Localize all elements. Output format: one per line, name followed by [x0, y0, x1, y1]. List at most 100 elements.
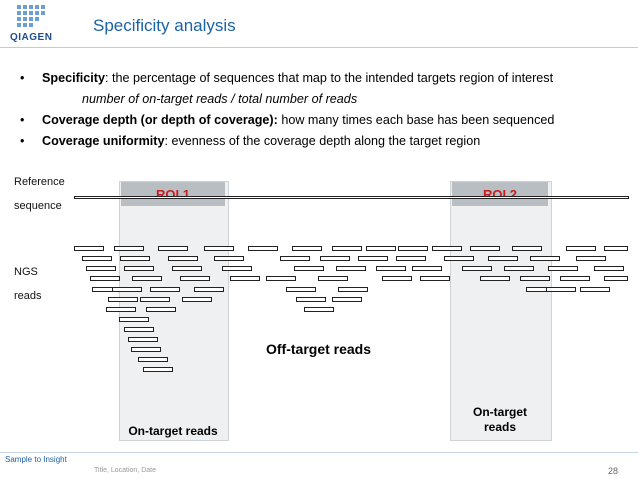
- sequence-read: [214, 256, 244, 261]
- ngs-label-line2: reads: [14, 290, 42, 302]
- sequence-read: [120, 256, 150, 261]
- sequence-read: [488, 256, 518, 261]
- logo-dot-grid-icon: [17, 5, 45, 27]
- sequence-read: [296, 297, 326, 302]
- sequence-read: [112, 287, 142, 292]
- off-target-label: Off-target reads: [266, 341, 372, 357]
- sequence-read: [292, 246, 322, 251]
- sequence-read: [124, 327, 154, 332]
- sequence-read: [146, 307, 176, 312]
- sequence-read: [470, 246, 500, 251]
- sequence-read: [382, 276, 412, 281]
- sequence-read: [338, 287, 368, 292]
- sequence-read: [512, 246, 542, 251]
- sequence-read: [182, 297, 212, 302]
- sequence-read: [336, 266, 366, 271]
- sequence-read: [504, 266, 534, 271]
- sequence-read: [138, 357, 168, 362]
- sequence-read: [286, 287, 316, 292]
- sequence-read: [128, 337, 158, 342]
- sequence-read: [594, 266, 624, 271]
- sequence-read: [131, 347, 161, 352]
- on-target-label-roi1: On-target reads: [128, 424, 218, 438]
- bullet-term: Coverage uniformity: [42, 134, 165, 148]
- sequence-read: [398, 246, 428, 251]
- sequence-read: [194, 287, 224, 292]
- sequence-read: [548, 266, 578, 271]
- sequence-read: [294, 266, 324, 271]
- bullet-item: • Coverage uniformity: evenness of the c…: [20, 131, 630, 152]
- sequence-read: [576, 256, 606, 261]
- bullet-text: how many times each base has been sequen…: [277, 113, 555, 127]
- sequence-read: [230, 276, 260, 281]
- logo-wordmark: QIAGEN: [10, 32, 53, 43]
- bullet-text: : the percentage of sequences that map t…: [105, 71, 554, 85]
- sequence-read: [462, 266, 492, 271]
- roi-2-region: [450, 181, 552, 441]
- sequence-read: [444, 256, 474, 261]
- bullet-list: • Specificity: the percentage of sequenc…: [20, 68, 630, 152]
- bullet-subtext: number of on-target reads / total number…: [82, 92, 358, 106]
- sequence-read: [204, 246, 234, 251]
- sequence-read: [332, 246, 362, 251]
- sequence-read: [106, 307, 136, 312]
- sequence-read: [546, 287, 576, 292]
- sequence-read: [82, 256, 112, 261]
- sequence-read: [114, 246, 144, 251]
- sequence-read: [580, 287, 610, 292]
- sequence-read: [280, 256, 310, 261]
- on-target-label-roi2-line2: reads: [483, 420, 517, 434]
- roi-2-label: ROI 2: [452, 182, 548, 206]
- sequence-read: [320, 256, 350, 261]
- sequence-read: [90, 276, 120, 281]
- footer-meta: Title, Location, Date: [94, 467, 156, 474]
- on-target-label-roi2-line1: On-target: [473, 405, 527, 419]
- qiagen-logo: QIAGEN: [10, 4, 52, 50]
- sequence-read: [358, 256, 388, 261]
- sequence-read: [172, 266, 202, 271]
- sequence-read: [266, 276, 296, 281]
- sequence-read: [520, 276, 550, 281]
- bullet-dot-icon: •: [20, 134, 25, 148]
- sequence-read: [108, 297, 138, 302]
- sequence-read: [530, 256, 560, 261]
- sequence-read: [332, 297, 362, 302]
- sequence-read: [604, 276, 628, 281]
- roi-1-label: ROI 1: [121, 182, 225, 206]
- sequence-read: [432, 246, 462, 251]
- footer-tagline: Sample to Insight: [5, 455, 67, 464]
- bullet-dot-icon: •: [20, 71, 25, 85]
- page-number: 28: [608, 466, 619, 476]
- sequence-read: [396, 256, 426, 261]
- sequence-read: [150, 287, 180, 292]
- bullet-dot-icon: •: [20, 113, 25, 127]
- reference-label: Reference: [14, 176, 65, 188]
- reference-label-line2: sequence: [14, 200, 62, 212]
- sequence-read: [86, 266, 116, 271]
- sequence-read: [222, 266, 252, 271]
- sequence-read: [140, 297, 170, 302]
- sequence-read: [248, 246, 278, 251]
- header-divider: [0, 47, 638, 48]
- sequence-read: [318, 276, 348, 281]
- sequence-read: [304, 307, 334, 312]
- sequence-read: [119, 317, 149, 322]
- footer-divider: [0, 452, 638, 453]
- sequence-read: [158, 246, 188, 251]
- bullet-text: : evenness of the coverage depth along t…: [164, 134, 481, 148]
- sequence-read: [412, 266, 442, 271]
- sequence-read: [180, 276, 210, 281]
- sequence-read: [74, 246, 104, 251]
- reference-sequence-line: [74, 196, 629, 199]
- bullet-item: • Specificity: the percentage of sequenc…: [20, 68, 630, 89]
- sequence-read: [420, 276, 450, 281]
- ngs-label: NGS: [14, 266, 38, 278]
- sequence-read: [560, 276, 590, 281]
- sequence-read: [124, 266, 154, 271]
- sequence-read: [566, 246, 596, 251]
- sequence-read: [376, 266, 406, 271]
- sequence-read: [366, 246, 396, 251]
- bullet-term: Coverage depth (or depth of coverage):: [42, 113, 278, 127]
- sequence-read: [604, 246, 628, 251]
- sequence-read: [132, 276, 162, 281]
